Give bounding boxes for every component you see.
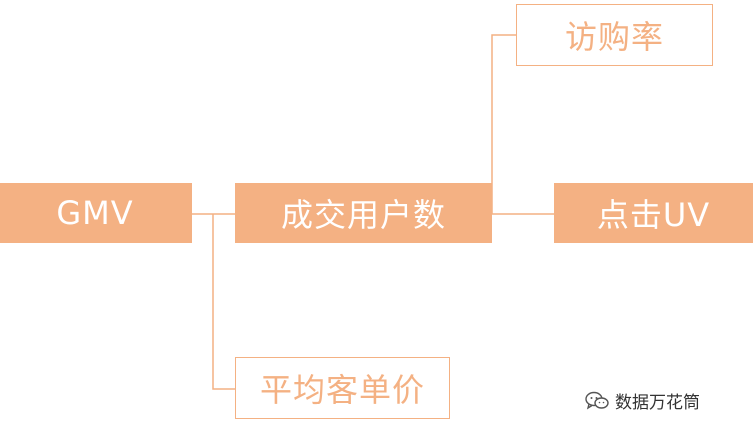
node-gmv: GMV <box>0 183 192 243</box>
node-avg-order-label: 平均客单价 <box>259 371 425 409</box>
node-trade-users-label: 成交用户数 <box>280 196 446 234</box>
node-click-uv-label: 点击UV <box>596 196 711 234</box>
connector-gmv-to-avg-order <box>212 214 235 390</box>
node-trade-users: 成交用户数 <box>235 183 492 243</box>
watermark: 数据万花筒 <box>585 388 700 413</box>
wechat-icon <box>585 391 609 410</box>
watermark-text: 数据万花筒 <box>615 393 700 413</box>
node-visit-rate-label: 访购率 <box>564 18 664 56</box>
connector-trade-users-to-visit-rate <box>491 34 516 214</box>
node-click-uv: 点击UV <box>554 183 753 243</box>
node-gmv-label: GMV <box>56 194 134 232</box>
node-avg-order: 平均客单价 <box>235 357 450 419</box>
node-visit-rate: 访购率 <box>516 4 713 66</box>
